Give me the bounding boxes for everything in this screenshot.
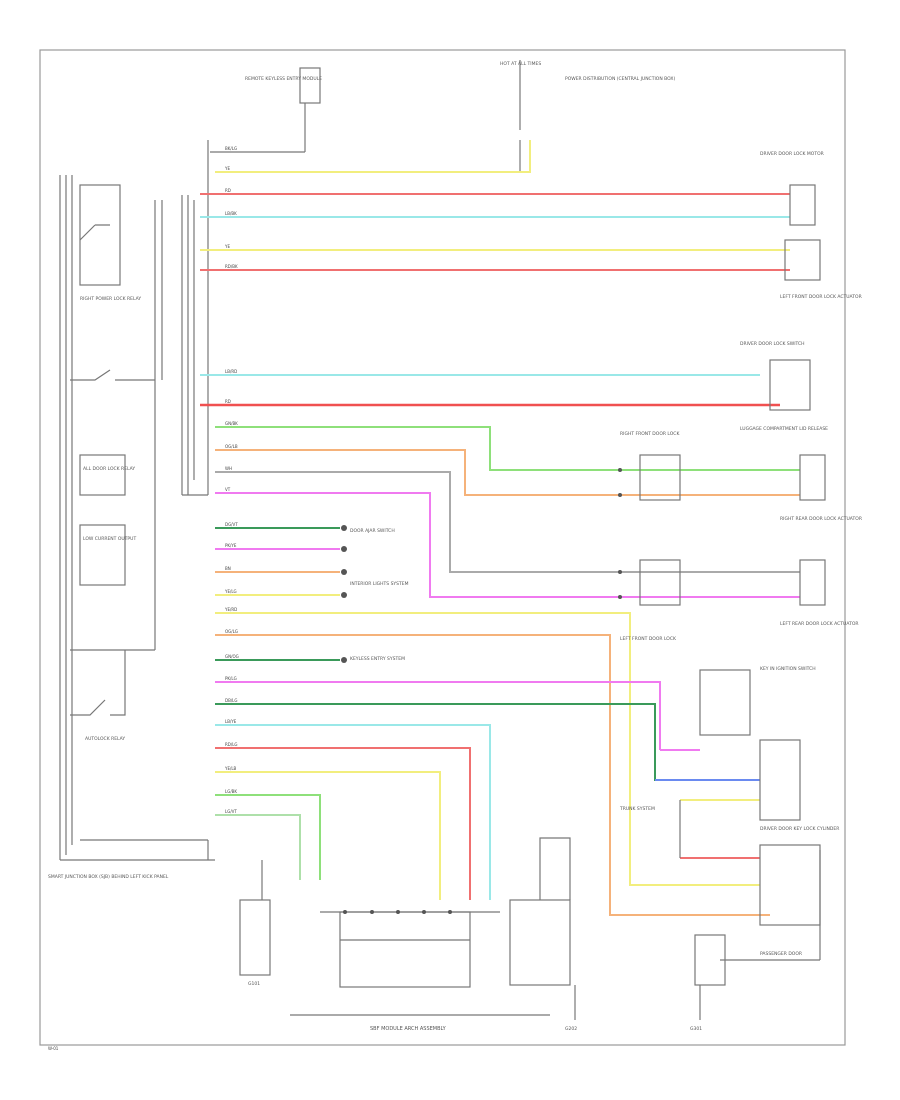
top-feeds bbox=[210, 60, 521, 172]
label-top-left-module: REMOTE KEYLESS ENTRY MODULE bbox=[245, 76, 322, 82]
svg-text:VT: VT bbox=[225, 487, 231, 492]
label-mid-4: TRUNK SYSTEM bbox=[619, 806, 655, 812]
wire-orange-1 bbox=[215, 449, 800, 496]
wire-gray-1 bbox=[215, 471, 800, 573]
svg-text:RD/BK: RD/BK bbox=[225, 264, 238, 269]
wire-green-1 bbox=[215, 426, 800, 471]
wire-red-4 bbox=[215, 747, 471, 900]
label-top-center-2: POWER DISTRIBUTION (CENTRAL JUNCTION BOX… bbox=[565, 76, 675, 82]
svg-text:LG/VT: LG/VT bbox=[225, 809, 237, 814]
label-top-center: HOT AT ALL TIMES bbox=[500, 61, 541, 67]
note-smart-junction: SMART JUNCTION BOX (SJB) BEHIND LEFT KIC… bbox=[48, 874, 169, 880]
page-id: W-01 bbox=[48, 1046, 59, 1051]
svg-text:RD: RD bbox=[225, 188, 231, 193]
label-relay-2: ALL DOOR LOCK RELAY bbox=[83, 466, 135, 472]
svg-text:LB/BK: LB/BK bbox=[225, 211, 237, 216]
wire-magenta-3 bbox=[215, 681, 661, 750]
svg-text:LG/BK: LG/BK bbox=[225, 789, 237, 794]
colored-wires bbox=[200, 140, 800, 916]
label-c1: RIGHT FRONT DOOR LOCK bbox=[620, 431, 680, 437]
svg-text:DB/LG: DB/LG bbox=[225, 698, 238, 703]
wire-yellow-5 bbox=[215, 771, 441, 900]
svg-text:YE/LG: YE/LG bbox=[224, 589, 237, 594]
svg-text:RD/LG: RD/LG bbox=[225, 742, 238, 747]
label-ground-3: G301 bbox=[690, 1026, 702, 1032]
label-r6: LEFT REAR DOOR LOCK ACTUATOR bbox=[780, 621, 859, 627]
svg-text:RD: RD bbox=[225, 399, 231, 404]
svg-text:LB/YE: LB/YE bbox=[225, 719, 237, 724]
label-r8: DRIVER DOOR KEY LOCK CYLINDER bbox=[760, 826, 839, 832]
label-ground-2: G202 bbox=[565, 1026, 577, 1032]
wire-darkgreen-3 bbox=[215, 703, 700, 781]
label-relay-1: RIGHT POWER LOCK RELAY bbox=[80, 296, 141, 302]
label-mid-3: KEYLESS ENTRY SYSTEM bbox=[350, 656, 405, 662]
svg-text:WH: WH bbox=[225, 466, 232, 471]
left-bus bbox=[59, 140, 215, 861]
label-r3: DRIVER DOOR LOCK SWITCH bbox=[740, 341, 805, 347]
wire-magenta-1 bbox=[215, 492, 800, 598]
svg-text:DG/VT: DG/VT bbox=[225, 522, 238, 527]
svg-text:YE: YE bbox=[224, 166, 230, 171]
label-mid-1: DOOR AJAR SWITCH bbox=[350, 528, 395, 534]
right-components bbox=[639, 184, 826, 986]
label-c2: LEFT FRONT DOOR LOCK bbox=[620, 636, 677, 642]
relay-boxes bbox=[70, 184, 155, 716]
label-mid-2: INTERIOR LIGHTS SYSTEM bbox=[350, 581, 409, 587]
bottom-components bbox=[239, 837, 701, 1020]
label-r5: RIGHT REAR DOOR LOCK ACTUATOR bbox=[780, 516, 862, 522]
wire-cyan-3 bbox=[215, 724, 491, 900]
label-r9: PASSENGER DOOR bbox=[760, 951, 802, 957]
svg-text:YE/LB: YE/LB bbox=[224, 766, 237, 771]
svg-text:GN/OG: GN/OG bbox=[225, 654, 239, 659]
assembly-title: SBF MODULE ARCH ASSEMBLY bbox=[370, 1026, 447, 1032]
wire-orange-3 bbox=[215, 634, 770, 916]
diagram-frame bbox=[39, 49, 846, 1046]
wire-yellow-4 bbox=[215, 612, 760, 886]
wire-labels: BK/LG YE RD LB/BK YE RD/BK LB/RD RD GN/B… bbox=[224, 146, 239, 814]
wire-green-2 bbox=[215, 794, 321, 880]
svg-text:OG/LB: OG/LB bbox=[225, 444, 238, 449]
svg-text:PK/YE: PK/YE bbox=[225, 543, 237, 548]
label-ground-1: G101 bbox=[248, 981, 260, 987]
svg-text:OG/LG: OG/LG bbox=[225, 629, 238, 634]
wire-lgreen-3 bbox=[215, 814, 301, 880]
connector-dots bbox=[341, 468, 622, 914]
label-r1: DRIVER DOOR LOCK MOTOR bbox=[760, 151, 824, 157]
svg-text:BN: BN bbox=[225, 566, 231, 571]
svg-text:GN/BK: GN/BK bbox=[225, 421, 238, 426]
label-r7: KEY IN IGNITION SWITCH bbox=[760, 666, 816, 672]
wire-yellow-top bbox=[215, 140, 531, 173]
label-relay-3: LOW CURRENT OUTPUT bbox=[83, 536, 136, 542]
label-relay-4: AUTOLOCK RELAY bbox=[85, 736, 125, 742]
svg-text:PK/LG: PK/LG bbox=[225, 676, 237, 681]
svg-text:BK/LG: BK/LG bbox=[225, 146, 237, 151]
svg-text:YE: YE bbox=[224, 244, 230, 249]
svg-text:LB/RD: LB/RD bbox=[225, 369, 237, 374]
label-r2: LEFT FRONT DOOR LOCK ACTUATOR bbox=[780, 294, 862, 300]
svg-text:YE/RD: YE/RD bbox=[224, 607, 237, 612]
label-r4: LUGGAGE COMPARTMENT LID RELEASE bbox=[740, 426, 828, 432]
